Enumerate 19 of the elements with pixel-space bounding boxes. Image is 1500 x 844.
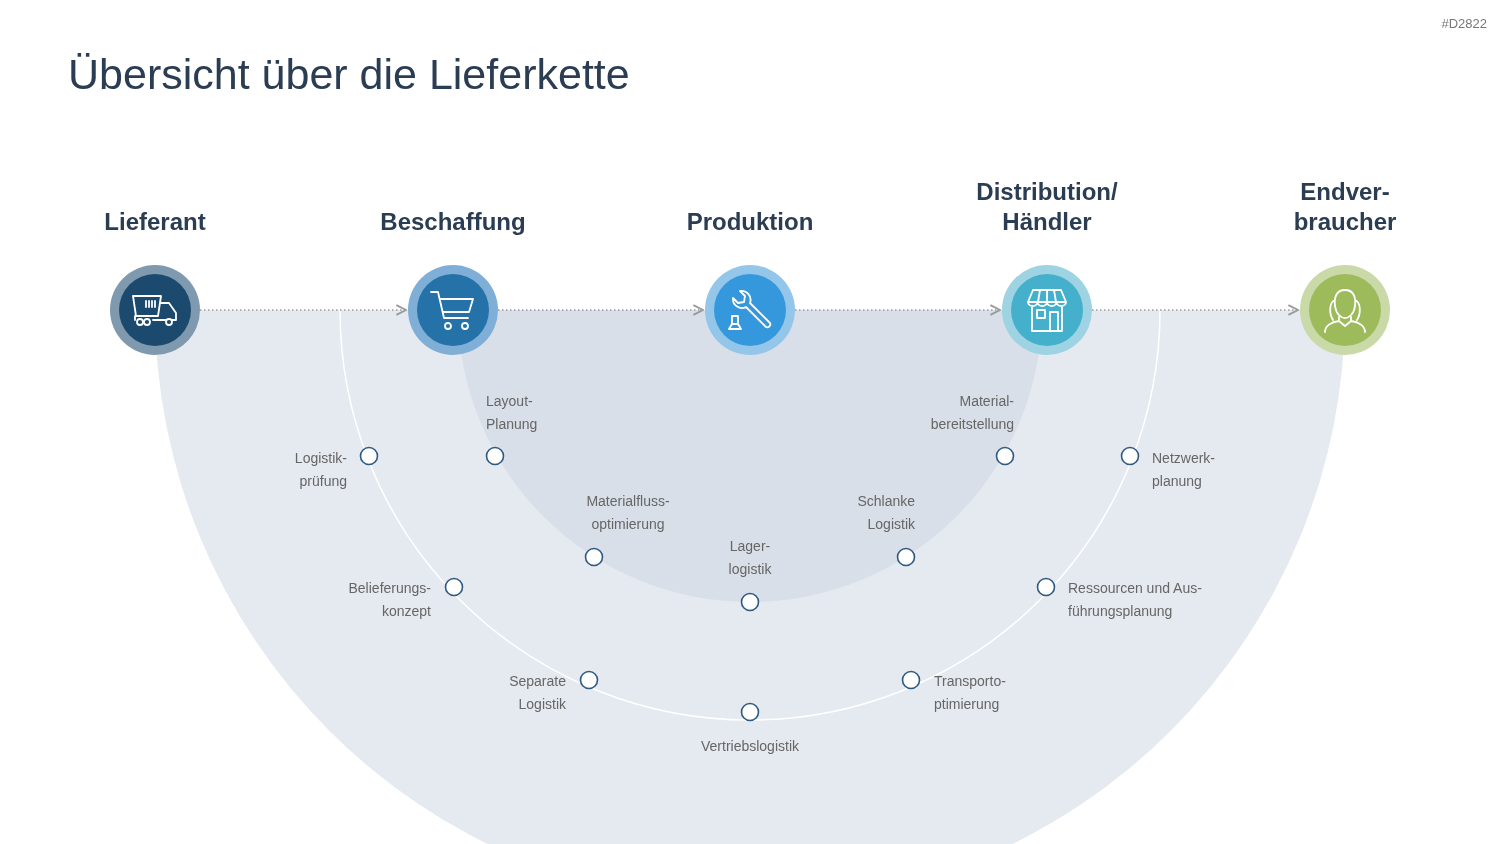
topic-label: Belieferungs- konzept (348, 579, 431, 621)
title: Übersicht über die Lieferkette (68, 50, 630, 99)
stage-heading: Endver- braucher (1293, 177, 1397, 237)
topic-label: Netzwerk- planung (1152, 449, 1215, 491)
topic-label: Layout- Planung (486, 392, 538, 434)
topic-label: Lager- logistik (728, 537, 772, 579)
topic-label: Materialfluss- optimierung (586, 492, 670, 534)
topic-label: Separate Logistik (509, 672, 566, 714)
stage-heading: Distribution/ Händler (976, 177, 1118, 237)
topic-label: Logistik- prüfung (294, 449, 347, 491)
topic-label: Transporto- ptimierung (934, 672, 1006, 714)
topic-label: Schlanke Logistik (857, 492, 915, 534)
topic-label: Ressourcen und Aus- führungsplanung (1068, 579, 1203, 621)
stage-heading: Produktion (686, 207, 814, 237)
topic-label: Vertriebslogistik (701, 737, 799, 756)
stage-heading: Lieferant (104, 207, 206, 237)
topic-label: Material- bereitstellung (930, 392, 1014, 434)
stage-heading: Beschaffung (380, 207, 526, 237)
slide-id: #D2822 (1441, 15, 1487, 33)
